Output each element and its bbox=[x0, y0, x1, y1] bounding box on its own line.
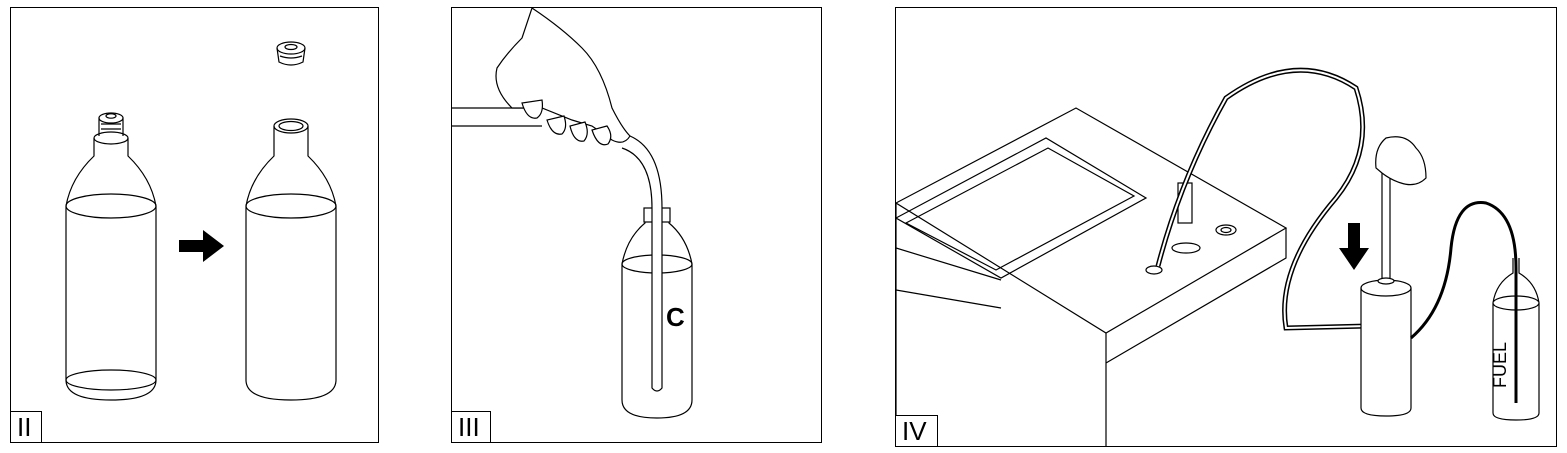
right-arrow-icon bbox=[179, 230, 224, 262]
hand-pump bbox=[1360, 168, 1412, 417]
hose-insert-illustration: C bbox=[452, 8, 693, 419]
panel-step-4: FUEL IV bbox=[895, 7, 1557, 447]
panel-step-2: II bbox=[10, 7, 379, 443]
burner-unit bbox=[896, 107, 1288, 446]
step-label: III bbox=[452, 411, 491, 442]
capped-bottle bbox=[65, 112, 157, 401]
uncapped-bottle bbox=[245, 118, 337, 401]
step-label: IV bbox=[896, 415, 938, 446]
pump-refuel-illustration: FUEL bbox=[896, 67, 1540, 446]
hand bbox=[1375, 136, 1427, 186]
step-label: II bbox=[11, 411, 43, 442]
fuel-bottle-label: FUEL bbox=[1490, 342, 1510, 388]
suction-hose bbox=[452, 107, 663, 392]
panel-step-3: C III bbox=[451, 7, 822, 443]
bottle-uncap-illustration bbox=[65, 41, 337, 401]
removed-cap bbox=[276, 41, 306, 66]
hand bbox=[495, 8, 631, 146]
fuel-bottle-hose bbox=[1410, 201, 1518, 403]
marker-c: C bbox=[666, 302, 685, 332]
down-arrow-icon bbox=[1339, 223, 1369, 270]
